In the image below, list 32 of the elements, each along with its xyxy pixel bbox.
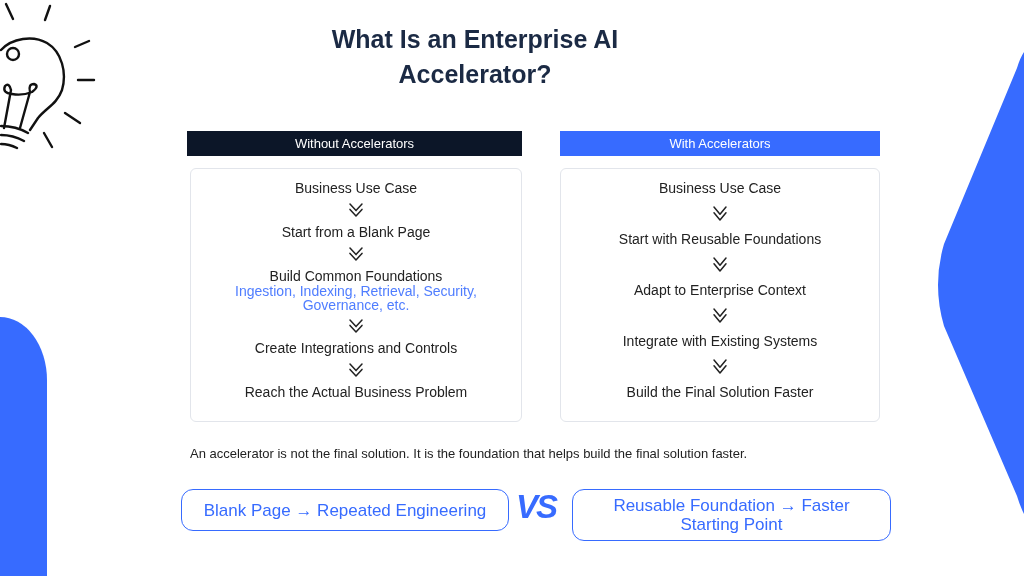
step-label: Start with Reusable Foundations — [618, 231, 822, 247]
header-label: Without Accelerators — [294, 135, 415, 152]
chevron-arrow — [349, 203, 363, 217]
chevron-arrow — [713, 308, 727, 323]
header-bar — [187, 131, 522, 156]
header-bar — [560, 131, 880, 156]
step-label: Build Common Foundations — [269, 268, 443, 284]
chevron-arrow — [349, 319, 363, 333]
step-label: Create Integrations and Controls — [254, 340, 458, 356]
panel-box — [560, 168, 880, 422]
note-text: An accelerator is not the final solution. It is the foundation that helps build the final solution faster. — [190, 446, 748, 462]
chevron-arrow — [349, 247, 363, 261]
chevron-arrow — [349, 363, 363, 377]
chevron-arrow — [713, 359, 727, 374]
detail-text: Ingestion, Indexing, Retrieval, Security, Governance, etc. — [234, 284, 478, 312]
chevron-arrow — [713, 206, 727, 221]
step-label: Business Use Case — [658, 180, 782, 196]
step-label: Integrate with Existing Systems — [622, 333, 818, 349]
outline-pill — [572, 489, 891, 541]
pill-label: Reusable Foundation → Faster Starting Point — [612, 496, 851, 534]
title: What Is an Enterprise AI Accelerator? — [330, 24, 620, 90]
pill-label: Blank Page → Repeated Engineering — [203, 500, 487, 520]
versus-label: VS — [516, 488, 557, 526]
step-label: Start from a Blank Page — [281, 224, 431, 240]
step-label: Reach the Actual Business Problem — [244, 384, 468, 400]
outline-pill — [181, 489, 509, 531]
panel-box — [190, 168, 522, 422]
step-label: Business Use Case — [294, 180, 418, 196]
header-label: With Accelerators — [669, 135, 771, 152]
step-label: Build the Final Solution Faster — [626, 384, 814, 400]
chevron-arrow — [713, 257, 727, 272]
step-label: Adapt to Enterprise Context — [634, 282, 806, 298]
